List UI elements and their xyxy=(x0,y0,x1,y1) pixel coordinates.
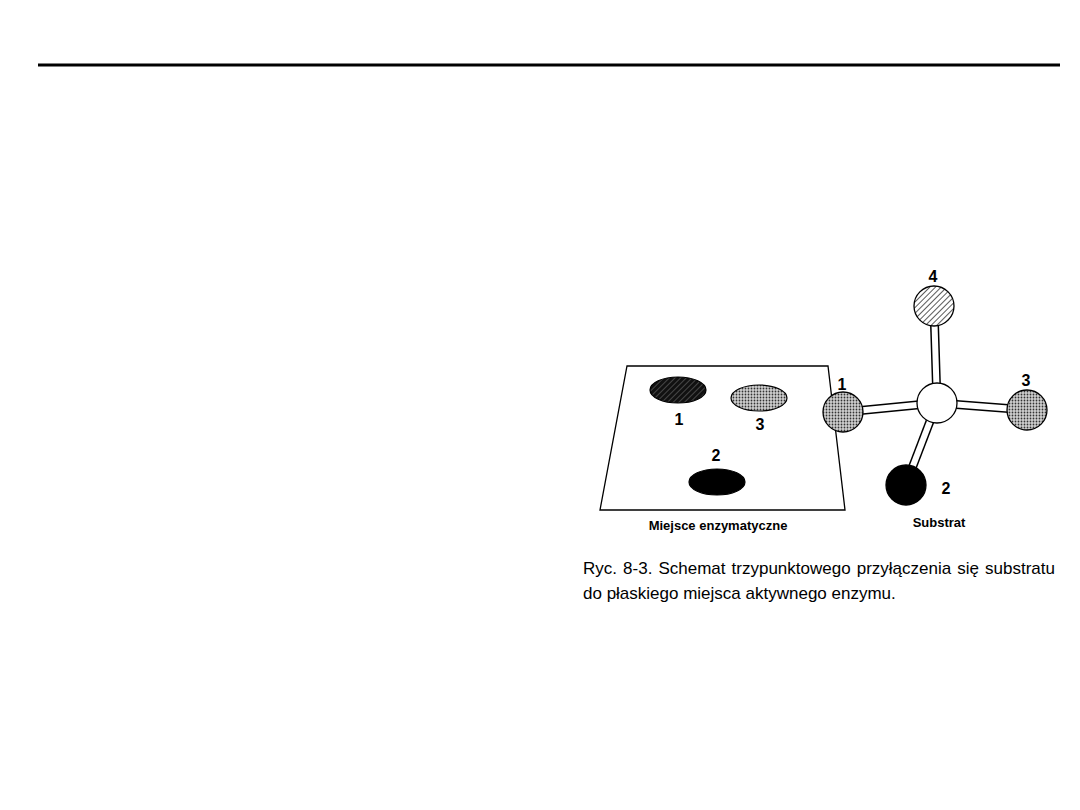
callout-number: 1 xyxy=(838,377,847,393)
site-3 xyxy=(731,385,787,411)
figure-caption: Ryc. 8-3. Schemat trzypunktowego przyłąc… xyxy=(583,556,1055,606)
site-2 xyxy=(689,469,745,495)
substrate-molecule xyxy=(823,286,1047,505)
part-name: Substrat xyxy=(913,516,966,529)
callout-number: 4 xyxy=(929,269,938,285)
enzyme-surface xyxy=(600,366,845,510)
callout-number: 3 xyxy=(1022,373,1031,389)
top-rule xyxy=(38,64,1060,67)
part-name: Miejsce enzymatyczne xyxy=(649,519,788,532)
callout-number: 2 xyxy=(712,448,721,464)
callout-number: 3 xyxy=(756,417,765,433)
site-1 xyxy=(650,377,706,403)
callout-number: 2 xyxy=(942,481,951,497)
callout-number: 1 xyxy=(675,412,684,428)
